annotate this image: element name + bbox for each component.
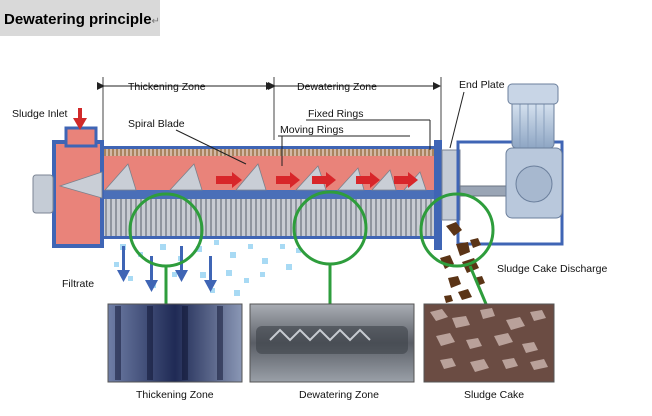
sludge-cake-pieces xyxy=(440,222,485,303)
photo-dewatering-zone xyxy=(249,303,415,383)
inlet-arrow-icon xyxy=(73,118,87,130)
spiral-blades xyxy=(58,163,427,199)
photo-thickening-zone xyxy=(107,303,243,383)
label-dewatering-zone: Dewatering Zone xyxy=(297,81,377,93)
drive-motor xyxy=(456,83,564,246)
paragraph-mark: ↵ xyxy=(151,16,160,27)
label-spiral-blade: Spiral Blade xyxy=(128,118,185,130)
callout-circles xyxy=(128,190,495,305)
end-plate-leader xyxy=(449,91,465,149)
photo-sludge-cake xyxy=(423,303,555,383)
title-bar xyxy=(0,0,160,36)
page-title: Dewatering principle↵ xyxy=(4,11,160,28)
title-label: Dewatering principle xyxy=(4,11,152,28)
caption-thickening-zone: Thickening Zone xyxy=(136,389,214,401)
label-sludge-cake-discharge: Sludge Cake Discharge xyxy=(497,263,607,275)
zone-dimension-lines xyxy=(97,77,442,140)
label-moving-rings: Moving Rings xyxy=(280,124,344,136)
filtrate-droplets xyxy=(114,240,301,296)
caption-dewatering-zone: Dewatering Zone xyxy=(299,389,379,401)
label-thickening-zone: Thickening Zone xyxy=(128,81,206,93)
drum-body xyxy=(104,146,434,239)
caption-sludge-cake: Sludge Cake xyxy=(464,389,524,401)
label-fixed-rings: Fixed Rings xyxy=(308,108,363,120)
left-bearing xyxy=(32,174,54,214)
flow-arrows xyxy=(216,172,418,188)
label-sludge-inlet: Sludge Inlet xyxy=(12,108,68,120)
label-filtrate: Filtrate xyxy=(62,278,94,290)
spiral-blade-leader xyxy=(175,129,247,165)
label-end-plate: End Plate xyxy=(459,79,505,91)
